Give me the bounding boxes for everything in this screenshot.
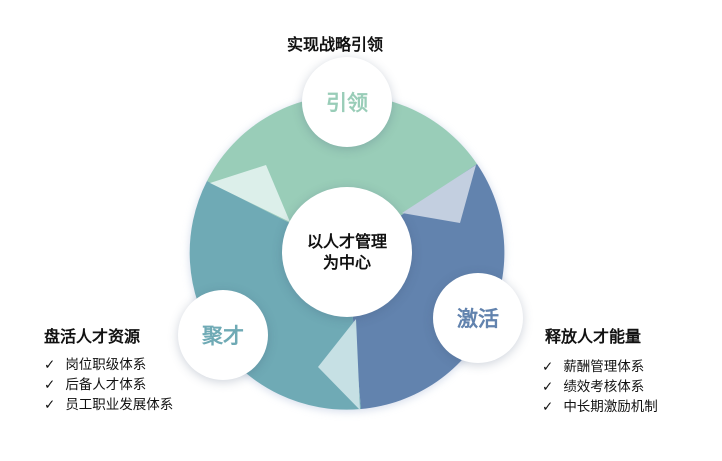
item-label: 后备人才体系 bbox=[65, 377, 147, 393]
check-icon: ✓ bbox=[44, 357, 56, 373]
right-panel-title: 释放人才能量 bbox=[545, 327, 642, 346]
left-panel-title: 盘活人才资源 bbox=[44, 327, 141, 346]
check-icon: ✓ bbox=[542, 399, 554, 415]
list-item: ✓ 中长期激励机制 bbox=[542, 397, 658, 417]
node-activate-label: 激活 bbox=[457, 307, 499, 331]
check-icon: ✓ bbox=[542, 379, 554, 395]
check-icon: ✓ bbox=[542, 359, 554, 375]
list-item: ✓ 岗位职级体系 bbox=[44, 355, 173, 375]
node-activate: 激活 bbox=[433, 273, 523, 363]
center-line2: 为中心 bbox=[322, 253, 371, 272]
center-line1: 以人才管理 bbox=[306, 232, 387, 251]
node-gather-label: 聚才 bbox=[202, 324, 244, 348]
item-label: 薪酬管理体系 bbox=[563, 359, 645, 375]
list-item: ✓ 员工职业发展体系 bbox=[44, 395, 173, 415]
arrow-tip-right bbox=[402, 165, 476, 223]
node-lead: 引领 bbox=[302, 57, 392, 147]
right-panel-list: ✓ 薪酬管理体系 ✓ 绩效考核体系 ✓ 中长期激励机制 bbox=[542, 357, 658, 417]
arrow-tip-bottom bbox=[318, 319, 360, 410]
node-lead-label: 引领 bbox=[326, 91, 368, 115]
item-label: 绩效考核体系 bbox=[563, 379, 645, 395]
list-item: ✓ 薪酬管理体系 bbox=[542, 357, 658, 377]
arrow-tip-left bbox=[210, 165, 290, 222]
list-item: ✓ 后备人才体系 bbox=[44, 375, 173, 395]
item-label: 中长期激励机制 bbox=[563, 399, 658, 415]
node-gather: 聚才 bbox=[178, 290, 268, 380]
check-icon: ✓ bbox=[44, 377, 56, 393]
center-circle: 以人才管理 为中心 bbox=[282, 187, 412, 317]
list-item: ✓ 绩效考核体系 bbox=[542, 377, 658, 397]
item-label: 岗位职级体系 bbox=[65, 357, 147, 373]
check-icon: ✓ bbox=[44, 397, 56, 413]
left-panel-list: ✓ 岗位职级体系 ✓ 后备人才体系 ✓ 员工职业发展体系 bbox=[44, 355, 173, 415]
item-label: 员工职业发展体系 bbox=[65, 397, 174, 413]
top-title: 实现战略引领 bbox=[287, 35, 384, 54]
